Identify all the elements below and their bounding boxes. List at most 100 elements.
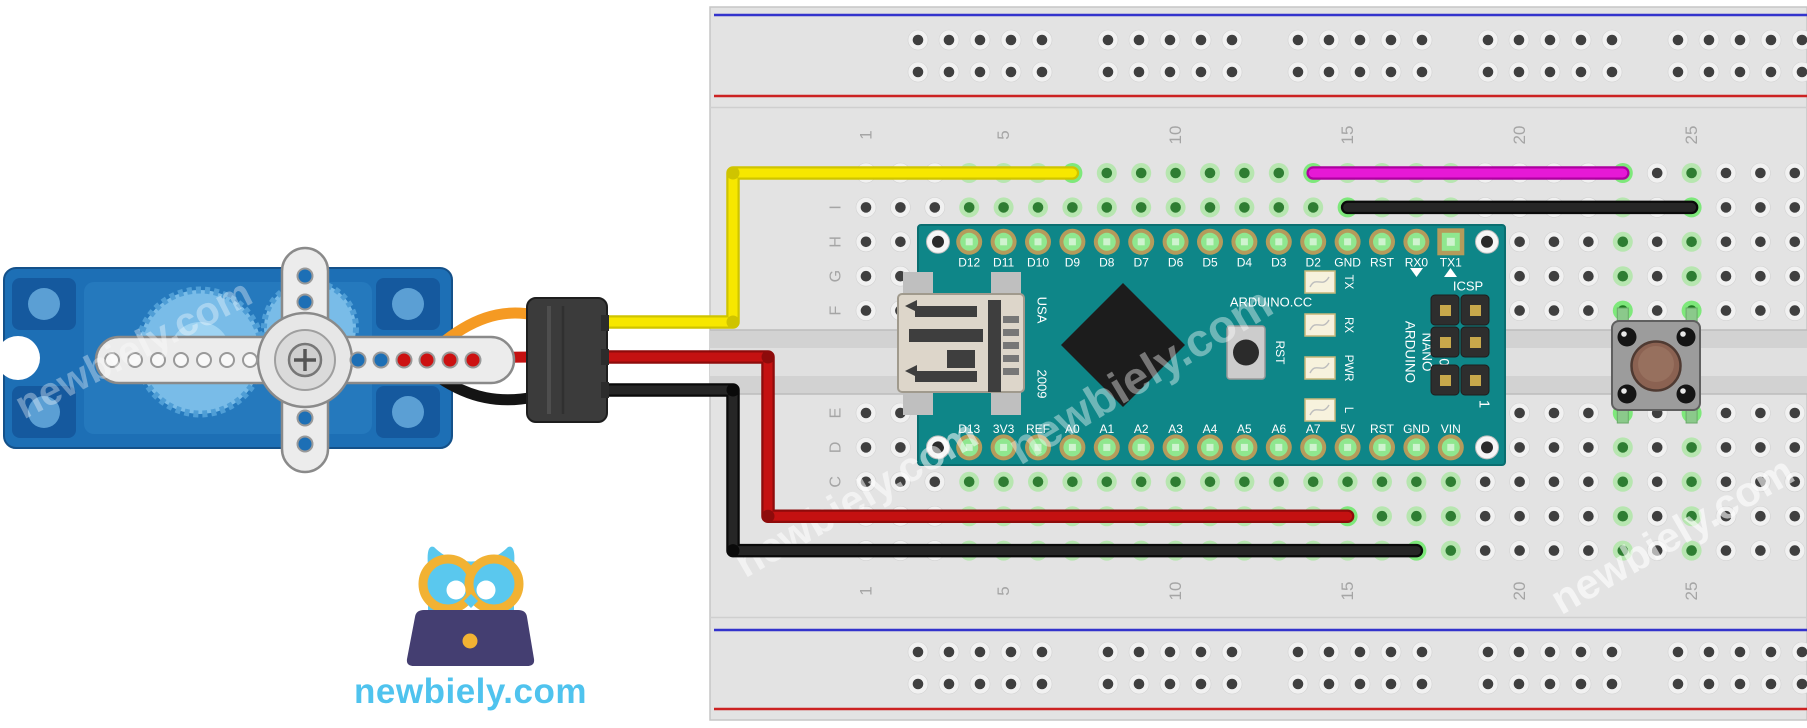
wire-black-servo-gnd-core xyxy=(596,385,1421,556)
horn-hole xyxy=(296,267,314,285)
breadboard-hole-center xyxy=(1416,678,1428,690)
breadboard-hole-center xyxy=(1686,476,1697,488)
breadboard-hole-center xyxy=(1720,236,1732,248)
breadboard-hole-center xyxy=(1323,34,1335,46)
arduino-pin-core xyxy=(1137,443,1145,451)
breadboard-hole-center xyxy=(1170,167,1181,179)
silkscreen-brand: ARDUINO.CC xyxy=(1230,295,1312,310)
breadboard-hole-center xyxy=(1575,66,1587,78)
arduino-pin-core xyxy=(1068,238,1076,246)
button-corner-pin-highlight xyxy=(1621,331,1627,337)
breadboard-hole-center xyxy=(1376,476,1388,488)
horn-hole xyxy=(441,351,459,369)
breadboard-hole-center xyxy=(943,66,955,78)
breadboard-hole-center xyxy=(912,34,924,46)
breadboard-hole-center xyxy=(1651,270,1663,282)
breadboard-hole-center xyxy=(1765,678,1777,690)
breadboard-hole-center xyxy=(1036,678,1048,690)
breadboard-hole-center xyxy=(1416,646,1428,658)
tx1-arrow-icon xyxy=(1444,268,1457,277)
breadboard-hole-center xyxy=(1354,34,1366,46)
breadboard-hole-center xyxy=(1101,167,1113,179)
breadboard-hole-center xyxy=(1583,476,1594,488)
breadboard-hole-center xyxy=(1686,270,1697,282)
silkscreen-rst: RST xyxy=(1273,341,1287,366)
breadboard-hole-center xyxy=(1672,678,1684,690)
mini-usb-connector xyxy=(897,272,1025,415)
breadboard-hole-center xyxy=(1796,34,1807,46)
breadboard-hole-center xyxy=(1651,476,1663,488)
breadboard-hole-center xyxy=(1036,646,1048,658)
breadboard-hole-center xyxy=(1005,34,1017,46)
breadboard-hole-center xyxy=(1036,66,1048,78)
breadboard-hole-center xyxy=(895,442,906,453)
breadboard-hole-center xyxy=(1755,305,1766,316)
column-number-label: 15 xyxy=(1338,582,1357,601)
wire-yellow-servo-signal-d9-core xyxy=(596,168,1077,327)
horn-hole xyxy=(196,352,212,368)
usb-solder-tab xyxy=(991,272,1021,296)
breadboard-hole-center xyxy=(1686,545,1697,556)
breadboard-hole-center xyxy=(860,202,872,213)
usb-contact-pin xyxy=(1003,355,1019,362)
breadboard-hole-center xyxy=(1755,202,1766,213)
breadboard-hole-center xyxy=(1239,167,1250,179)
breadboard-hole-center xyxy=(1755,407,1766,419)
breadboard-hole-center xyxy=(1789,545,1801,556)
usb-contact-pin xyxy=(1003,368,1019,375)
breadboard-hole-center xyxy=(1411,476,1422,488)
servo-pad-hole xyxy=(392,288,424,320)
usb-contact-pin xyxy=(1003,316,1019,323)
wire-black-servo-gnd xyxy=(594,383,1424,558)
arduino-pin-label: D2 xyxy=(1306,256,1322,270)
usb-solder-tab xyxy=(903,272,933,296)
arduino-pin-core xyxy=(1412,443,1420,451)
breadboard-hole-center xyxy=(1606,34,1618,46)
breadboard-hole-center xyxy=(1479,510,1491,522)
led-detail xyxy=(1309,362,1330,374)
breadboard-hole-center xyxy=(1796,66,1807,78)
breadboard-hole-center xyxy=(943,646,955,658)
breadboard-hole-center xyxy=(1226,678,1238,690)
breadboard-hole-center xyxy=(1617,442,1629,453)
horn-hole xyxy=(150,352,166,368)
silkscreen-year: 2009 xyxy=(1035,370,1050,399)
arduino-pin-core xyxy=(1447,443,1455,451)
horn-hole xyxy=(242,352,258,368)
rx0-arrow-icon xyxy=(1410,268,1423,277)
breadboard-hole-center xyxy=(974,678,986,690)
breadboard-hole-center xyxy=(1796,678,1807,690)
breadboard-hole-center xyxy=(860,476,872,488)
button-corner-pin-highlight xyxy=(1621,388,1627,394)
arduino-pin-label: REF xyxy=(1026,422,1050,436)
breadboard-hole-center xyxy=(1005,646,1017,658)
breadboard-hole-center xyxy=(1292,66,1304,78)
arduino-pin-label: A6 xyxy=(1271,422,1286,436)
breadboard-hole-center xyxy=(1445,545,1457,556)
breadboard-hole-center xyxy=(1720,305,1732,316)
column-number-label: 5 xyxy=(994,586,1013,595)
owl-eye-right xyxy=(476,580,496,600)
usb-solder-tab xyxy=(991,391,1021,415)
breadboard-hole-center xyxy=(1226,66,1238,78)
column-number-label: 15 xyxy=(1338,126,1357,145)
breadboard-hole-center xyxy=(1292,34,1304,46)
arduino-pin-core xyxy=(1137,238,1145,246)
breadboard-hole-center xyxy=(1195,66,1207,78)
usb-solder-tab xyxy=(903,391,933,415)
breadboard-hole-center xyxy=(1445,476,1457,488)
breadboard-hole-center xyxy=(1385,678,1397,690)
usb-contact-pin xyxy=(1003,329,1019,336)
wire-red-servo-5v xyxy=(594,350,1355,523)
breadboard-hole-center xyxy=(1734,34,1746,46)
horn-hole xyxy=(349,351,367,369)
laptop-logo-dot xyxy=(462,633,478,649)
breadboard-hole-center xyxy=(1513,34,1525,46)
breadboard-hole-center xyxy=(1416,66,1428,78)
breadboard-hole-center xyxy=(1342,476,1353,488)
breadboard-hole-center xyxy=(1544,646,1556,658)
column-number-label: 1 xyxy=(857,586,876,595)
breadboard-hole-center xyxy=(1133,678,1145,690)
